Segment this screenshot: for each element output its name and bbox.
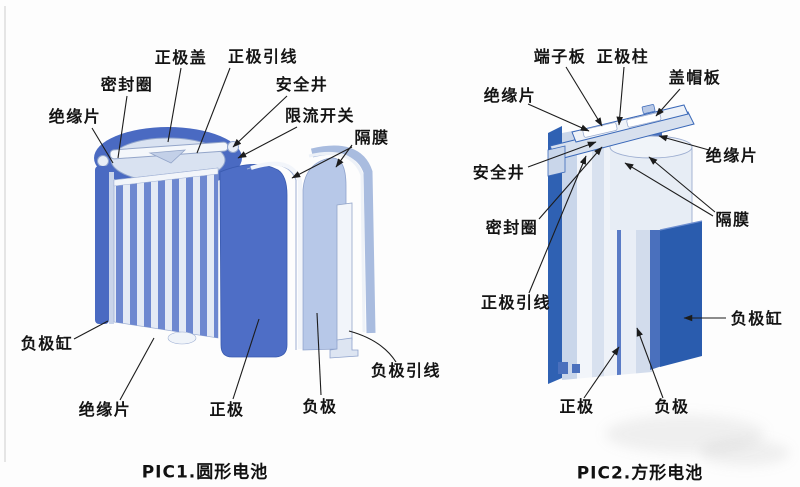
fig1-label-positive-cap: 正极盖 xyxy=(154,48,208,67)
paper-smudge xyxy=(605,415,765,453)
fig2-caption: PIC2.方形电池 xyxy=(576,463,704,484)
fig1-label-negative-can: 负极缸 xyxy=(20,334,74,353)
fig1-negative-can-wall xyxy=(95,166,109,324)
fig2-label-separator: 隔膜 xyxy=(715,210,751,229)
paper-smudge xyxy=(700,440,790,466)
fig1-label-insulation-bottom: 绝缘片 xyxy=(78,400,132,419)
fig1-label-current-limit-switch: 限流开关 xyxy=(284,106,356,125)
fig1-separator-sheet xyxy=(250,161,302,349)
fig1-label-separator: 隔膜 xyxy=(354,128,390,147)
fig2-label-seal-ring: 密封圈 xyxy=(485,218,539,237)
fig2-negative-can-face xyxy=(660,221,702,367)
fig1-positive-sheet xyxy=(219,164,288,358)
fig1-label-negative-lead: 负极引线 xyxy=(370,361,442,380)
fig2-left-can-face xyxy=(548,126,562,384)
fig1-jellyroll-stripes xyxy=(113,167,219,339)
fig1-label-insulation-top: 绝缘片 xyxy=(48,107,102,126)
fig2-label-negative-can: 负极缸 xyxy=(730,309,784,328)
fig2-label-negative-electrode: 负极 xyxy=(654,397,690,416)
fig1-label-positive-lead: 正极引线 xyxy=(227,47,299,66)
fig2-label-terminal-plate: 端子板 xyxy=(533,47,587,66)
fig2-prismatic-battery-art xyxy=(547,104,703,384)
fig2-label-positive-electrode: 正极 xyxy=(559,397,595,416)
fig1-caption: PIC1.圆形电池 xyxy=(141,462,269,483)
fig2-label-safety-vent: 安全井 xyxy=(472,163,526,182)
fig1-leader-lines xyxy=(73,67,397,401)
fig1-cylindrical-battery-art xyxy=(94,127,376,359)
scan-edge-artifact xyxy=(4,6,6,462)
fig2-label-cap-plate: 盖帽板 xyxy=(668,68,722,87)
fig2-label-positive-lead: 正极引线 xyxy=(480,293,552,312)
fig1-negative-lead-tab xyxy=(329,337,359,359)
fig1-outer-separator-sheet xyxy=(310,145,376,334)
fig2-label-insulation-left: 绝缘片 xyxy=(483,86,537,105)
fig1-label-negative-electrode: 负极 xyxy=(302,397,338,416)
fig1-label-seal-ring: 密封圈 xyxy=(100,75,154,94)
fig2-label-insulation-right: 绝缘片 xyxy=(705,146,759,165)
fig1-label-safety-vent: 安全井 xyxy=(275,75,329,94)
fig1-label-positive-electrode: 正极 xyxy=(209,400,245,419)
fig2-label-positive-pole: 正极柱 xyxy=(596,47,650,66)
fig2-leader-lines xyxy=(527,66,726,399)
